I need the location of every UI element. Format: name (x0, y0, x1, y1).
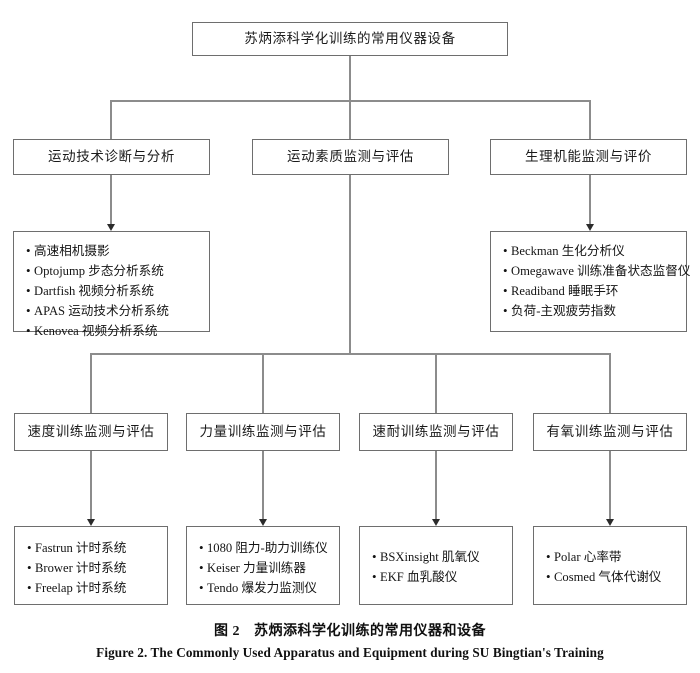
list-item: •1080 阻力-助力训练仪 (199, 540, 328, 555)
arrowhead-sub2-detail (259, 519, 267, 526)
bullet-icon: • (26, 243, 31, 258)
figure-caption-chinese-text: 苏炳添科学化训练的常用仪器和设备 (254, 624, 486, 639)
bullet-icon: • (546, 568, 551, 584)
subbranch-box-4: 有氧训练监测与评估 (533, 413, 687, 451)
detail-list-speed: •Fastrun 计时系统 •Brower 计时系统 •Freelap 计时系统 (27, 539, 167, 599)
bullet-icon: • (27, 559, 32, 575)
arrowhead-sub4-detail (606, 519, 614, 526)
subbranch-box-2-label: 力量训练监测与评估 (199, 423, 327, 439)
connector-sub3-to-detail (435, 451, 437, 521)
detail-list-technique: •高速相机摄影 •Optojump 步态分析系统 •Dartfish 视频分析系… (26, 242, 209, 341)
list-item: •Omegawave 训练准备状态监督仪 (503, 262, 691, 278)
detail-box-speed-endurance: •BSXinsight 肌氧仪 •EKF 血乳酸仪 (359, 526, 513, 605)
bullet-icon: • (503, 302, 508, 318)
detail-list-aerobic: •Polar 心率带 •Cosmed 气体代谢仪 (546, 548, 686, 588)
connector-drop-sub-4 (609, 353, 611, 413)
list-item: •负荷-主观疲劳指数 (503, 302, 616, 318)
branch-box-2: 运动素质监测与评估 (252, 139, 449, 175)
bullet-icon: • (503, 243, 508, 258)
list-item: •BSXinsight 肌氧仪 (372, 549, 480, 564)
root-box-label: 苏炳添科学化训练的常用仪器设备 (244, 30, 456, 46)
bullet-icon: • (199, 579, 204, 595)
connector-drop-sub-1 (90, 353, 92, 413)
branch-box-1-label: 运动技术诊断与分析 (48, 148, 175, 164)
subbranch-box-3: 速耐训练监测与评估 (359, 413, 513, 451)
bullet-icon: • (199, 559, 204, 575)
detail-box-speed: •Fastrun 计时系统 •Brower 计时系统 •Freelap 计时系统 (14, 526, 168, 605)
bullet-icon: • (546, 549, 551, 564)
list-item: •Beckman 生化分析仪 (503, 243, 625, 258)
bullet-icon: • (503, 282, 508, 298)
bullet-icon: • (372, 568, 377, 584)
arrowhead-sub1-detail (87, 519, 95, 526)
bullet-icon: • (503, 262, 508, 278)
arrowhead-branch1-detail (107, 224, 115, 231)
bullet-icon: • (372, 549, 377, 564)
bullet-icon: • (26, 282, 31, 298)
connector-drop-branch-2 (349, 100, 351, 139)
bullet-icon: • (26, 302, 31, 318)
branch-box-3-label: 生理机能监测与评价 (525, 148, 652, 164)
list-item: •Freelap 计时系统 (27, 579, 127, 595)
connector-drop-sub-3 (435, 353, 437, 413)
detail-box-strength: •1080 阻力-助力训练仪 •Keiser 力量训练器 •Tendo 爆发力监… (186, 526, 340, 605)
list-item: •Optojump 步态分析系统 (26, 262, 164, 278)
bullet-icon: • (26, 262, 31, 278)
detail-box-technique: •高速相机摄影 •Optojump 步态分析系统 •Dartfish 视频分析系… (13, 231, 210, 338)
connector-branch1-to-detail (110, 175, 112, 226)
bullet-icon: • (27, 579, 32, 595)
bullet-icon: • (27, 540, 32, 555)
subbranch-box-1: 速度训练监测与评估 (14, 413, 168, 451)
branch-box-1: 运动技术诊断与分析 (13, 139, 210, 175)
arrowhead-sub3-detail (432, 519, 440, 526)
list-item: •高速相机摄影 (26, 243, 110, 258)
figure-caption-chinese: 图 2 苏炳添科学化训练的常用仪器和设备 (0, 620, 700, 640)
connector-drop-branch-3 (589, 100, 591, 139)
connector-drop-branch-1 (110, 100, 112, 139)
figure-caption-english: Figure 2. The Commonly Used Apparatus an… (96, 645, 604, 660)
detail-box-physiology: •Beckman 生化分析仪 •Omegawave 训练准备状态监督仪 •Rea… (490, 231, 691, 332)
connector-sub4-to-detail (609, 451, 611, 521)
root-box: 苏炳添科学化训练的常用仪器设备 (192, 22, 508, 56)
list-item: •EKF 血乳酸仪 (372, 568, 458, 584)
list-item: •Kenovea 视频分析系统 (26, 322, 158, 338)
figure-caption-number: 图 2 (214, 624, 240, 639)
list-item: •Polar 心率带 (546, 549, 622, 564)
arrowhead-branch3-detail (586, 224, 594, 231)
connector-sub2-to-detail (262, 451, 264, 521)
bullet-icon: • (26, 322, 31, 338)
connector-sub1-to-detail (90, 451, 92, 521)
bullet-icon: • (199, 540, 204, 555)
list-item: •Readiband 睡眠手环 (503, 282, 619, 298)
connector-level2-bar (90, 353, 611, 355)
subbranch-box-4-label: 有氧训练监测与评估 (546, 423, 674, 439)
list-item: •APAS 运动技术分析系统 (26, 302, 169, 318)
list-item: •Brower 计时系统 (27, 559, 127, 575)
branch-box-3: 生理机能监测与评价 (490, 139, 687, 175)
subbranch-box-3-label: 速耐训练监测与评估 (372, 423, 500, 439)
detail-list-strength: •1080 阻力-助力训练仪 •Keiser 力量训练器 •Tendo 爆发力监… (199, 539, 339, 599)
detail-box-aerobic: •Polar 心率带 •Cosmed 气体代谢仪 (533, 526, 687, 605)
subbranch-box-1-label: 速度训练监测与评估 (27, 423, 155, 439)
branch-box-2-label: 运动素质监测与评估 (287, 148, 414, 164)
connector-drop-sub-2 (262, 353, 264, 413)
detail-list-speed-endurance: •BSXinsight 肌氧仪 •EKF 血乳酸仪 (372, 548, 512, 588)
list-item: •Keiser 力量训练器 (199, 559, 306, 575)
list-item: •Tendo 爆发力监测仪 (199, 579, 318, 595)
detail-list-physiology: •Beckman 生化分析仪 •Omegawave 训练准备状态监督仪 •Rea… (503, 242, 691, 322)
list-item: •Fastrun 计时系统 (27, 540, 127, 555)
list-item: •Dartfish 视频分析系统 (26, 282, 154, 298)
connector-branch3-to-detail (589, 175, 591, 226)
subbranch-box-2: 力量训练监测与评估 (186, 413, 340, 451)
connector-root-stem (349, 56, 351, 101)
connector-branch2-stem (349, 175, 351, 354)
list-item: •Cosmed 气体代谢仪 (546, 568, 662, 584)
